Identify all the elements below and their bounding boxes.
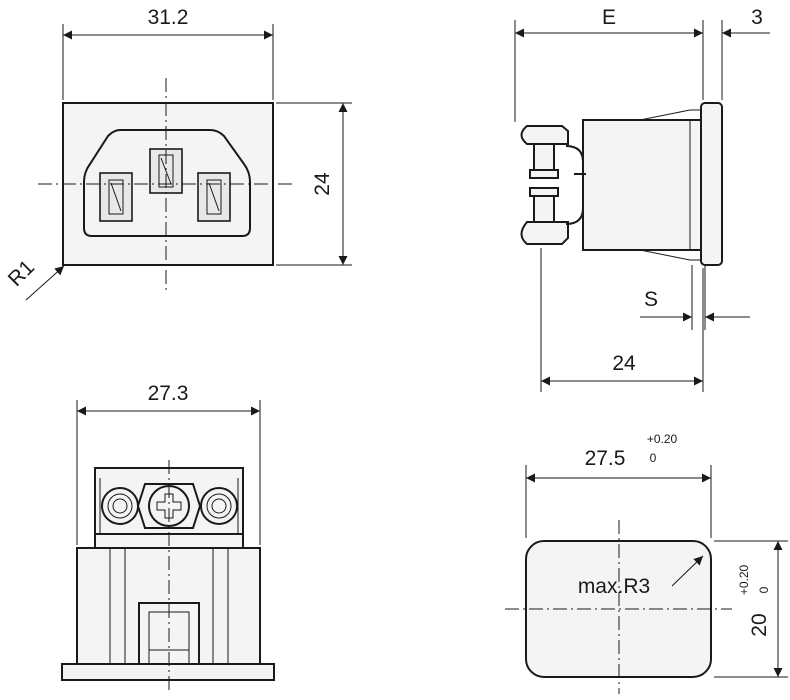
front-width-label: 31.2 — [148, 6, 189, 29]
side-terminals — [520, 125, 586, 245]
flange-thickness-label: 3 — [751, 6, 763, 29]
front-view: 31.2 24 R1 — [4, 6, 352, 301]
top-view: 27.3 — [61, 382, 275, 694]
panel-cutout: max.R3 27.5 +0.20 0 20 +0.20 0 — [505, 432, 788, 694]
depth-e-label: E — [602, 6, 616, 29]
top-snap-latch — [639, 109, 700, 121]
right-terminal-screw — [200, 487, 238, 525]
side-body — [582, 119, 702, 251]
panel-thickness-label: S — [644, 288, 658, 311]
cutout-height-tol-lower: 0 — [757, 586, 771, 593]
cutout-width-tol-lower: 0 — [650, 451, 657, 465]
side-view: E 3 S 24 — [514, 6, 770, 392]
cutout-height-label: 20 — [748, 613, 771, 636]
cutout-radius-leader — [671, 555, 704, 587]
neutral-pin — [197, 172, 231, 222]
front-height-label: 24 — [311, 172, 334, 196]
c14-socket-outline — [83, 129, 251, 237]
line-pin — [99, 172, 133, 222]
corner-radius-label: R1 — [4, 256, 39, 291]
top-view-flange — [61, 663, 275, 681]
top-width-label: 27.3 — [148, 382, 189, 405]
body-depth-label: 24 — [612, 352, 636, 375]
bottom-snap-latch — [639, 249, 700, 261]
left-terminal-screw — [101, 487, 139, 525]
cutout-width-label: 27.5 — [585, 447, 626, 470]
corner-radius-leader — [25, 265, 65, 301]
side-flange — [700, 102, 723, 266]
cutout-height-tol-upper: +0.20 — [737, 564, 751, 595]
cutout-radius-label: max.R3 — [578, 575, 650, 598]
cutout-width-tol-upper: +0.20 — [647, 432, 678, 446]
